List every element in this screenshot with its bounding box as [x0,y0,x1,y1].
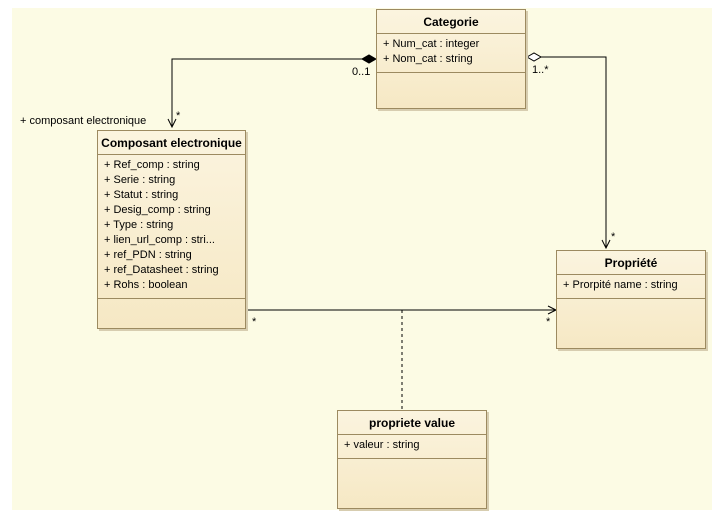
class-composant-electronique[interactable]: Composant electronique + Ref_comp : stri… [97,130,246,329]
composition-diamond [360,54,378,64]
attribute: + Nom_cat : string [383,53,473,65]
multiplicity-label: * [252,316,257,328]
class-propriete[interactable]: Propriété + Prorpité name : string [556,250,706,349]
attribute: + Type : string [104,219,174,231]
attribute: + Rohs : boolean [104,279,188,291]
class-categorie[interactable]: Categorie + Num_cat : integer + Nom_cat … [376,9,526,109]
class-categorie-attributes: + Num_cat : integer + Nom_cat : string [377,34,525,73]
attribute: + Prorpité name : string [563,279,678,291]
class-propriete-attributes: + Prorpité name : string [557,275,705,299]
arrowhead-composant [167,118,177,129]
multiplicity-label: 0..1 [352,66,371,78]
attribute: + Num_cat : integer [383,38,480,50]
class-propriete-value-title: propriete value [338,411,486,435]
class-composant-attributes: + Ref_comp : string + Serie : string + S… [98,155,245,299]
attribute: + Statut : string [104,189,179,201]
attribute: + Ref_comp : string [104,159,200,171]
multiplicity-label: * [176,110,181,122]
class-propriete-value[interactable]: propriete value + valeur : string [337,410,487,509]
multiplicity-label: 1..* [532,64,549,76]
attribute: + Serie : string [104,174,176,186]
attribute: + valeur : string [344,439,420,451]
class-propriete-value-attributes: + valeur : string [338,435,486,459]
attribute: + ref_PDN : string [104,249,192,261]
assoc-categorie-composant-line [171,58,362,127]
class-categorie-title: Categorie [377,10,525,34]
aggregation-diamond [525,52,543,62]
attribute: + ref_Datasheet : string [104,264,219,276]
class-propriete-title: Propriété [557,251,705,275]
class-composant-title: Composant electronique [98,131,245,155]
arrowhead-propriete-top [601,239,611,250]
multiplicity-label: * [546,316,551,328]
multiplicity-label: * [611,231,616,243]
assoc-categorie-propriete-line [541,56,607,248]
attribute: + Desig_comp : string [104,204,211,216]
role-label: + composant electronique [20,115,147,127]
attribute: + lien_url_comp : stri... [104,234,215,246]
